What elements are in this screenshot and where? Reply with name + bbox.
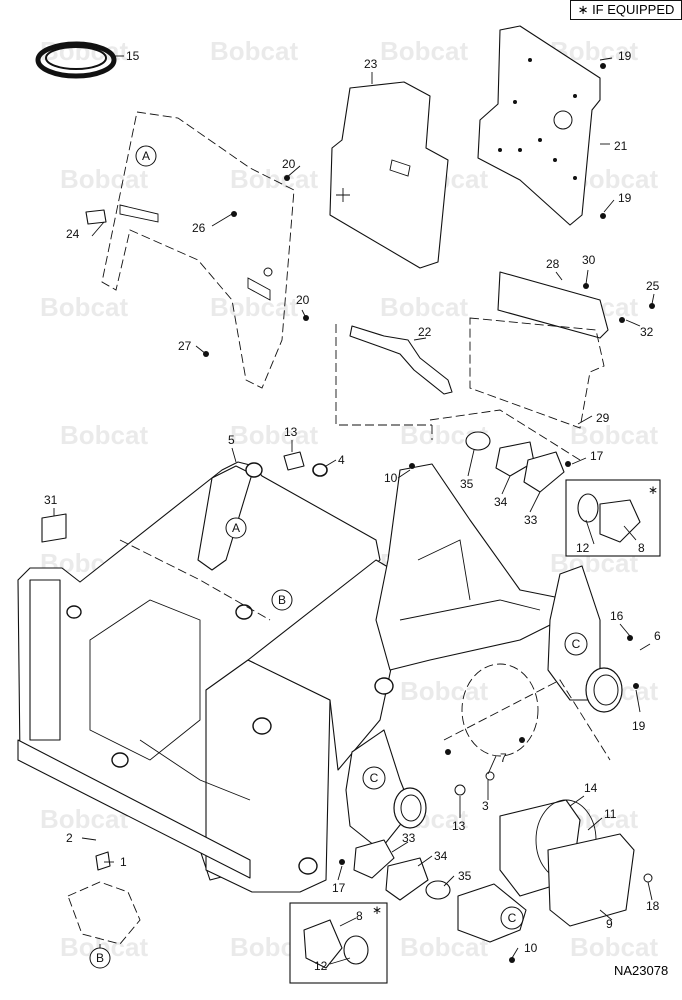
callouts: 15 23 19 21 19 20 24 26 20 27 28 30 25 3… (44, 49, 661, 973)
ref-circle-c-left: C (362, 766, 386, 790)
callout-29: 29 (596, 411, 610, 425)
ref-circle-c-lower: C (500, 906, 524, 930)
callout-33b: 33 (402, 831, 416, 845)
callout-17b: 17 (332, 881, 346, 895)
callout-18: 18 (646, 899, 660, 913)
svg-text:A: A (142, 149, 150, 163)
part-29-shield-outline (469, 317, 605, 429)
callout-19b: 19 (618, 191, 632, 205)
callout-13b: 13 (452, 819, 466, 833)
if-equipped-note: ∗ IF EQUIPPED (570, 0, 682, 20)
callout-13: 13 (284, 425, 298, 439)
watermark-text: Bobcat (230, 420, 318, 450)
callout-10b: 10 (524, 941, 538, 955)
callout-asterisk-upper: ∗ (648, 483, 658, 497)
callout-4: 4 (338, 453, 345, 467)
callout-20: 20 (282, 157, 296, 171)
watermark-text: Bobcat (40, 292, 128, 322)
callout-12b: 12 (314, 959, 328, 973)
svg-text:A: A (232, 521, 240, 535)
callout-9: 9 (606, 917, 613, 931)
part-23-panel (329, 81, 449, 269)
ref-circle-b-plate: B (89, 947, 111, 969)
svg-text:C: C (508, 911, 517, 925)
callout-10: 10 (384, 471, 398, 485)
ref-circle-a-lower: A (225, 517, 247, 539)
part-28-shield (497, 271, 609, 339)
part-31-bracket (41, 513, 67, 543)
callout-20b: 20 (296, 293, 310, 307)
callout-27: 27 (178, 339, 192, 353)
watermark-text: Bobcat (210, 36, 298, 66)
ref-circle-b-frame: B (271, 589, 293, 611)
callout-35b: 35 (458, 869, 472, 883)
ref-circle-a-upper: A (135, 145, 157, 167)
part-13-bushing-top (283, 451, 305, 471)
watermark-text: Bobcat (60, 420, 148, 450)
callout-31: 31 (44, 493, 58, 507)
main-frame (17, 461, 561, 893)
part-34-plate-upper (495, 441, 535, 477)
watermark-text: Bobcat (400, 676, 488, 706)
callout-23: 23 (364, 57, 378, 71)
callout-28: 28 (546, 257, 560, 271)
svg-text:B: B (96, 951, 104, 965)
drawing-number: NA23078 (614, 963, 669, 978)
watermark-text: Bobcat (570, 420, 658, 450)
left-gear-housing (345, 729, 413, 851)
callout-22: 22 (418, 325, 432, 339)
callout-16: 16 (610, 609, 624, 623)
part-34-plate-lower (385, 857, 429, 901)
watermark-text: Bobcat (380, 292, 468, 322)
callout-12: 12 (576, 541, 590, 555)
svg-text:C: C (370, 771, 379, 785)
part-33-plate-lower (353, 839, 395, 879)
callout-17: 17 (590, 449, 604, 463)
watermark-text: Bobcat (60, 164, 148, 194)
part-33-plate-upper (523, 451, 565, 493)
watermark-text: Bobcat (400, 932, 488, 962)
part-21-rear-panel (477, 25, 601, 226)
callout-34: 34 (494, 495, 508, 509)
callout-34b: 34 (434, 849, 448, 863)
callout-6: 6 (654, 629, 661, 643)
callout-7: 7 (500, 751, 507, 765)
callout-5: 5 (228, 433, 235, 447)
watermark-text: Bobcat (570, 932, 658, 962)
callout-3: 3 (482, 799, 489, 813)
callout-14: 14 (584, 781, 598, 795)
callout-25: 25 (646, 279, 660, 293)
part-15-seal (35, 41, 117, 79)
svg-text:C: C (572, 637, 581, 651)
callout-26: 26 (192, 221, 206, 235)
watermark-text: Bobcat (210, 292, 298, 322)
callout-21: 21 (614, 139, 628, 153)
callout-11: 11 (604, 807, 617, 821)
watermark-text: Bobcat (380, 36, 468, 66)
part-9-cover (547, 833, 635, 927)
hardware-fasteners (203, 63, 655, 963)
callout-asterisk-lower: ∗ (372, 903, 382, 917)
part-35-ring-upper (465, 431, 491, 451)
part-panel-a-outline (101, 111, 295, 389)
svg-text:B: B (278, 593, 286, 607)
part-b-plate-outline (67, 881, 141, 945)
callout-30: 30 (582, 253, 596, 267)
callout-33: 33 (524, 513, 538, 527)
callout-2: 2 (66, 831, 73, 845)
part-22-bracket (349, 325, 453, 395)
ref-circle-c-right: C (564, 632, 588, 656)
callout-15: 15 (126, 49, 140, 63)
callout-32: 32 (640, 325, 654, 339)
callout-19c: 19 (632, 719, 646, 733)
leader-lines (53, 55, 655, 965)
callout-24: 24 (66, 227, 80, 241)
callout-8: 8 (638, 541, 645, 555)
callout-8b: 8 (356, 909, 363, 923)
callout-19: 19 (618, 49, 632, 63)
callout-1: 1 (120, 855, 127, 869)
callout-35: 35 (460, 477, 474, 491)
watermark-text: Bobcat (230, 164, 318, 194)
